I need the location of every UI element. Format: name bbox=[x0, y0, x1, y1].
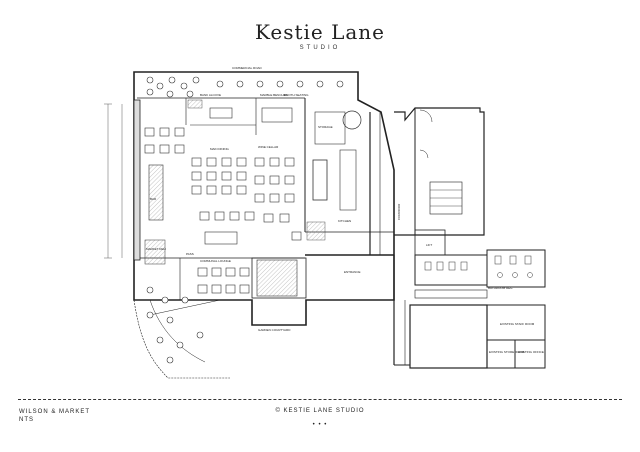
label-bank-alcove: BANK ALCOVE bbox=[200, 93, 221, 97]
label-wine-cellar: WINE CELLAR bbox=[258, 145, 279, 149]
label-existing-staff-room: EXISTING STAFF ROOM bbox=[500, 322, 535, 326]
label-bathroom: BATHROOM REG bbox=[488, 286, 513, 290]
label-storage: STORAGE bbox=[318, 125, 333, 129]
project-info: WILSON & MARKET NTS bbox=[19, 408, 90, 424]
copyright: © KESTIE LANE STUDIO bbox=[275, 408, 365, 414]
label-kitchen: KITCHEN bbox=[338, 219, 351, 223]
label-marble-benches: MARBLE BENCHES bbox=[260, 93, 288, 97]
page-dots: • • • bbox=[312, 422, 328, 428]
label-garden-courtyard: GARDEN COURTYARD bbox=[258, 328, 291, 332]
label-booth-seating: BOOTH SEATING bbox=[284, 93, 309, 97]
plan-dimensions bbox=[104, 103, 123, 259]
label-entrance: ENTRANCE bbox=[344, 270, 361, 274]
label-corridor: CORRIDOR bbox=[397, 203, 401, 220]
brand-name: Kestie Lane bbox=[254, 20, 386, 44]
plan-round-tables bbox=[146, 76, 344, 364]
label-main-dining: MAIN DINING bbox=[210, 147, 230, 151]
label-pass: PASS bbox=[186, 252, 194, 256]
label-market-deli: MARKET DELI bbox=[146, 247, 166, 251]
plan-annex-fixtures bbox=[424, 255, 533, 278]
project-scale: NTS bbox=[19, 417, 34, 423]
label-existing-store-room: EXISTING STORE ROOM bbox=[489, 350, 525, 354]
brand-logo: Kestie Lane STUDIO bbox=[0, 20, 640, 51]
brand-sub: STUDIO bbox=[299, 45, 341, 51]
label-communal-lounge: COMMUNAL LOUNGE bbox=[200, 259, 231, 263]
plan-tables bbox=[144, 107, 302, 294]
plan-fixtures bbox=[144, 99, 362, 297]
plan-annex bbox=[393, 107, 546, 369]
project-name: WILSON & MARKET bbox=[19, 409, 91, 415]
label-bar: BAR bbox=[150, 197, 157, 201]
label-lift: LIFT bbox=[426, 243, 432, 247]
label-existing-office: EXISTING OFFICE bbox=[518, 350, 544, 354]
label-commercial-road: COMMERCIAL ROAD bbox=[232, 66, 263, 70]
footer-divider bbox=[18, 399, 622, 400]
plan-labels: COMMERCIAL ROAD MARBLE BENCHES BANK ALCO… bbox=[146, 66, 544, 354]
